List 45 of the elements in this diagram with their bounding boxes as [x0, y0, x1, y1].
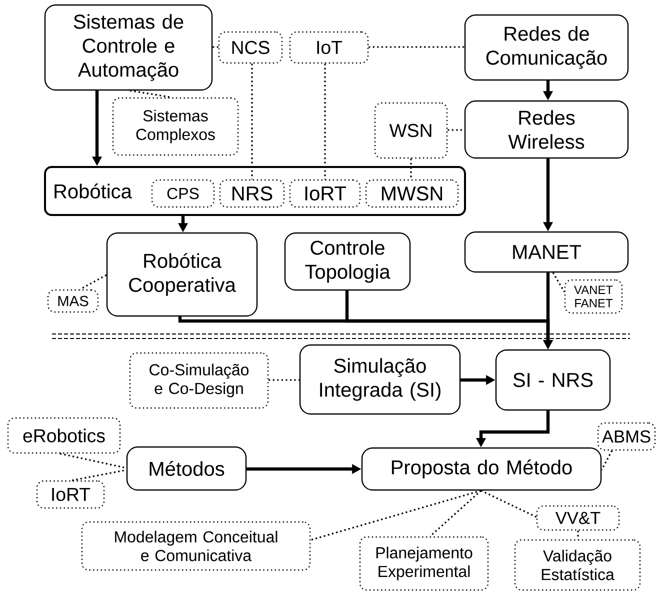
tag-box: Validação Estatística — [514, 539, 641, 591]
dotted-line — [600, 450, 613, 470]
process-box: Robótica Cooperativa — [106, 232, 258, 317]
tag-box: CPS — [151, 179, 215, 208]
process-box: Simulação Integrada (SI) — [299, 344, 461, 415]
process-box: Métodos — [126, 446, 247, 491]
process-box: Controle Topologia — [284, 232, 411, 291]
tag-box: VV&T — [536, 505, 620, 531]
process-box: Sistemas de Controle e Automação — [44, 4, 213, 91]
dotted-line — [60, 452, 127, 469]
dotted-line — [212, 46, 218, 48]
tag-box: Planejamento Experimental — [359, 536, 489, 591]
dotted-line — [429, 490, 482, 537]
dotted-line — [268, 379, 300, 381]
tag-box: Modelagem Conceitual e Comunicativa — [81, 521, 311, 571]
dotted-line — [480, 490, 537, 518]
dotted-line — [310, 490, 482, 541]
dotted-line — [251, 64, 253, 180]
dotted-line — [72, 469, 127, 482]
tag-box: IoT — [289, 31, 369, 64]
dotted-line — [577, 530, 579, 540]
tag-box: NCS — [218, 31, 283, 64]
tag-box: MAS — [47, 289, 99, 313]
process-box: Redes de Comunicação — [464, 14, 629, 81]
tag-box: MWSN — [365, 179, 459, 208]
tag-box: Sistemas Complexos — [112, 97, 239, 156]
dotted-line — [410, 158, 412, 180]
tag-box: IoRT — [289, 179, 361, 208]
tag-box: IoRT — [36, 480, 105, 509]
tag-box: VANET FANET — [564, 279, 623, 314]
tag-box: NRS — [219, 179, 285, 208]
dotted-line — [324, 64, 326, 180]
process-box: MANET — [464, 231, 629, 273]
tag-box: Co-Simulação e Co-Design — [129, 352, 269, 409]
tag-box: eRobotics — [7, 417, 121, 454]
dotted-line — [368, 46, 464, 48]
tag-box: ABMS — [597, 422, 656, 451]
dotted-line — [80, 274, 107, 290]
process-box: SI - NRS — [495, 349, 611, 411]
process-box: Proposta do Método — [361, 447, 602, 491]
dotted-line — [552, 272, 566, 292]
dotted-line — [448, 129, 464, 131]
tag-box: WSN — [374, 102, 448, 159]
dotted-line — [130, 90, 172, 98]
process-box: Redes Wireless — [464, 100, 629, 159]
